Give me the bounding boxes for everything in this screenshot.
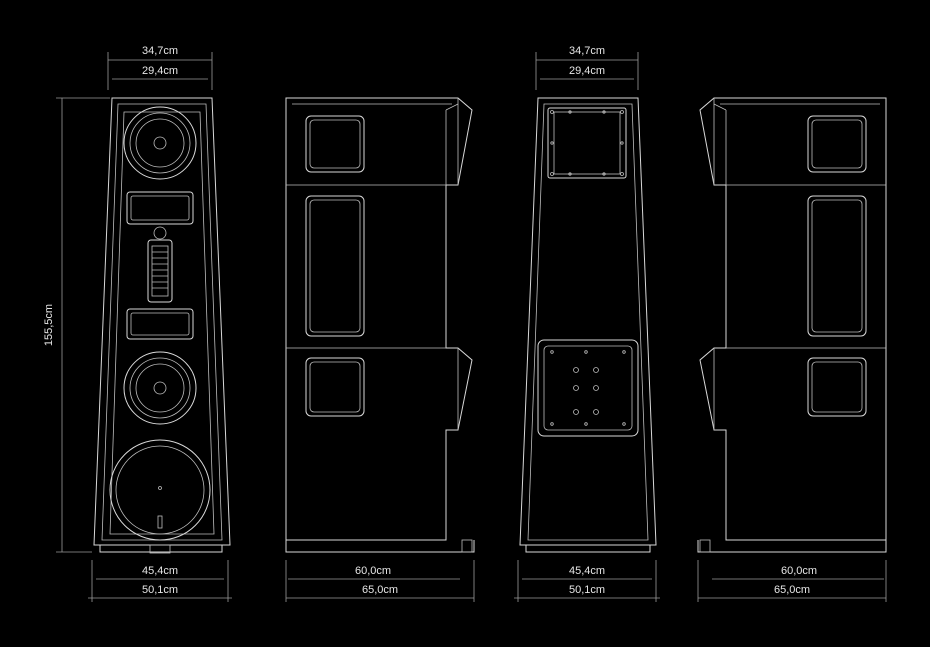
side-left-base-inner-label: 60,0cm [355, 565, 391, 577]
side-right-base-inner-label: 60,0cm [781, 565, 817, 577]
front-base-inner-label: 45,4cm [142, 565, 178, 577]
front-top-inner-label: 29,4cm [142, 65, 178, 77]
terminal-posts [550, 350, 626, 426]
back-top-outer-label: 34,7cm [569, 45, 605, 57]
front-base-outer-label: 50,1cm [142, 584, 178, 596]
side-left-base-outer-label: 65,0cm [362, 584, 398, 596]
back-view [519, 97, 657, 553]
front-view [93, 97, 231, 554]
front-top-outer-label: 34,7cm [142, 45, 178, 57]
upper-plate-screws [550, 110, 624, 176]
side-right-dimensions: 60,0cm 65,0cm [697, 560, 887, 602]
front-dimensions: 34,7cm 29,4cm 155,5cm 45,4cm 50,1cm [43, 45, 232, 602]
back-dimensions: 34,7cm 29,4cm 45,4cm 50,1cm [514, 45, 660, 602]
side-view-right [697, 97, 887, 553]
front-height-label: 155,5cm [43, 304, 55, 346]
back-base-outer-label: 50,1cm [569, 584, 605, 596]
side-view-left [285, 97, 475, 553]
side-right-base-outer-label: 65,0cm [774, 584, 810, 596]
back-base-inner-label: 45,4cm [569, 565, 605, 577]
side-left-dimensions: 60,0cm 65,0cm [285, 560, 475, 602]
back-top-inner-label: 29,4cm [569, 65, 605, 77]
